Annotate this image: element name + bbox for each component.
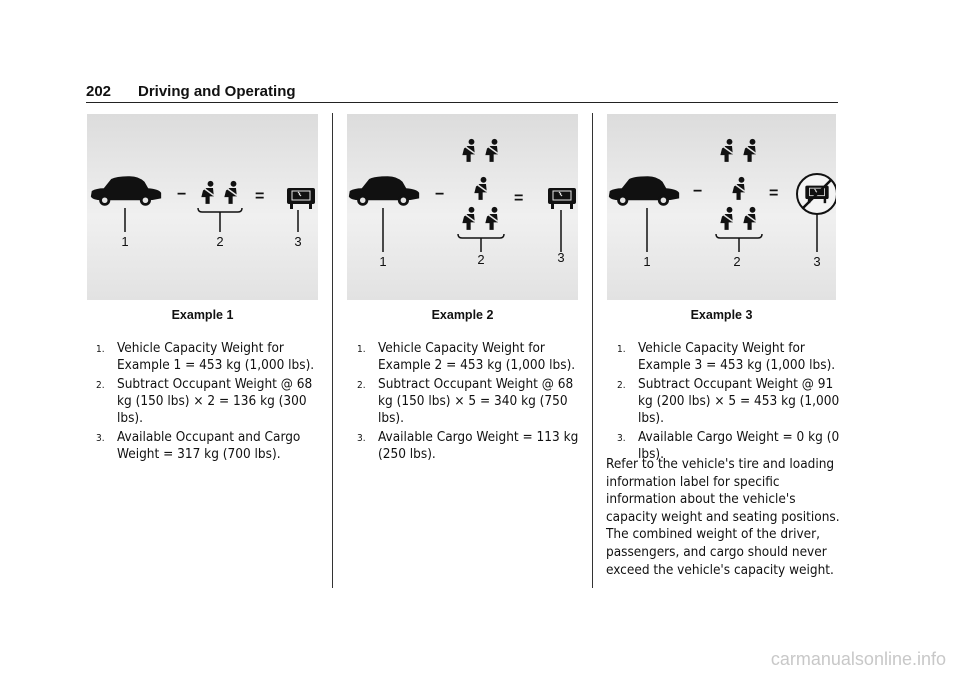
list-text: Available Cargo Weight = 0 kg (0 lbs). xyxy=(638,429,840,462)
example-2-illustration: − = 1 2 3 xyxy=(347,114,578,300)
list-number: 3. xyxy=(617,433,626,444)
occupant-icon xyxy=(742,138,757,163)
list-item: 2. Subtract Occupant Weight @ 91 kg (200 … xyxy=(617,376,845,427)
equals-sign: = xyxy=(255,188,264,205)
list-item: 1. Vehicle Capacity Weight for Example 2 … xyxy=(357,340,579,374)
vehicle-icon xyxy=(608,176,680,206)
vehicle-icon xyxy=(90,176,162,206)
example-1-illustration: − = 1 2 3 xyxy=(87,114,318,300)
callout-3: 3 xyxy=(813,254,820,269)
list-text: Subtract Occupant Weight @ 68 kg (150 lb… xyxy=(378,376,574,426)
cargo-icon xyxy=(547,187,577,210)
page-number: 202 xyxy=(86,83,112,100)
watermark: carmanualsonline.info xyxy=(770,649,946,669)
example-3-illustration: − = 1 2 3 xyxy=(607,114,836,300)
cargo-icon xyxy=(286,187,316,210)
list-item: 2. Subtract Occupant Weight @ 68 kg (150 … xyxy=(96,376,318,427)
list-text: Available Occupant and Cargo Weight = 31… xyxy=(117,429,301,462)
occupant-icon xyxy=(484,206,499,231)
list-item: 3. Available Cargo Weight = 0 kg (0 lbs). xyxy=(617,429,845,463)
example-2-steps: 1. Vehicle Capacity Weight for Example 2 … xyxy=(357,340,579,465)
equals-sign: = xyxy=(769,185,778,202)
list-text: Available Cargo Weight = 113 kg (250 lbs… xyxy=(378,429,579,462)
list-number: 1. xyxy=(617,344,626,355)
figure-caption: Example 1 xyxy=(171,308,234,322)
list-number: 1. xyxy=(96,344,105,355)
callout-1: 1 xyxy=(121,234,128,249)
list-number: 1. xyxy=(357,344,366,355)
list-number: 3. xyxy=(96,433,105,444)
occupant-icon xyxy=(223,180,238,205)
list-number: 2. xyxy=(357,380,366,391)
section-title: Driving and Operating xyxy=(138,83,296,100)
callout-1: 1 xyxy=(643,254,650,269)
list-text: Vehicle Capacity Weight for Example 3 = … xyxy=(638,340,836,373)
figure-caption: Example 3 xyxy=(690,308,753,322)
occupant-icon xyxy=(461,138,476,163)
occupant-icon xyxy=(200,180,215,205)
occupant-icon xyxy=(742,206,757,231)
occupant-icon xyxy=(484,138,499,163)
minus-sign: − xyxy=(177,186,186,203)
minus-sign: − xyxy=(693,183,702,200)
list-text: Subtract Occupant Weight @ 68 kg (150 lb… xyxy=(117,376,313,426)
list-number: 2. xyxy=(96,380,105,391)
column-divider xyxy=(592,113,593,588)
body-paragraph: Refer to the vehicle's tire and loading … xyxy=(606,456,840,578)
callout-2: 2 xyxy=(733,254,740,269)
equals-sign: = xyxy=(514,190,523,207)
callout-2: 2 xyxy=(477,252,484,267)
column-divider xyxy=(332,113,333,588)
list-item: 3. Available Cargo Weight = 113 kg (250 l… xyxy=(357,429,579,463)
vehicle-icon xyxy=(348,176,420,206)
list-item: 2. Subtract Occupant Weight @ 68 kg (150 … xyxy=(357,376,579,427)
no-cargo-icon xyxy=(796,173,836,215)
occupant-icon xyxy=(731,176,746,201)
list-text: Vehicle Capacity Weight for Example 2 = … xyxy=(378,340,576,373)
list-item: 1. Vehicle Capacity Weight for Example 3 … xyxy=(617,340,845,374)
list-text: Subtract Occupant Weight @ 91 kg (200 lb… xyxy=(638,376,840,426)
occupant-icon xyxy=(461,206,476,231)
callout-1: 1 xyxy=(379,254,386,269)
occupant-icon xyxy=(719,206,734,231)
list-item: 3. Available Occupant and Cargo Weight = … xyxy=(96,429,318,463)
list-text: Vehicle Capacity Weight for Example 1 = … xyxy=(117,340,315,373)
list-number: 3. xyxy=(357,433,366,444)
occupant-icon xyxy=(473,176,488,201)
example-1-steps: 1. Vehicle Capacity Weight for Example 1 … xyxy=(96,340,318,465)
page-header: 202 Driving and Operating xyxy=(86,82,838,103)
list-number: 2. xyxy=(617,380,626,391)
callout-3: 3 xyxy=(294,234,301,249)
callout-2: 2 xyxy=(216,234,223,249)
occupant-icon xyxy=(719,138,734,163)
callout-3: 3 xyxy=(557,250,564,265)
minus-sign: − xyxy=(435,186,444,203)
example-3-steps: 1. Vehicle Capacity Weight for Example 3 … xyxy=(617,340,845,465)
figure-caption: Example 2 xyxy=(431,308,494,322)
list-item: 1. Vehicle Capacity Weight for Example 1 … xyxy=(96,340,318,374)
